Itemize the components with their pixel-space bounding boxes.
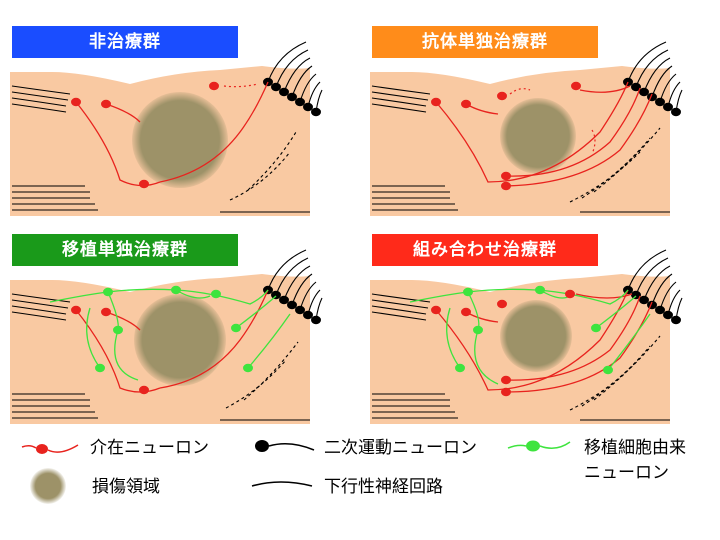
panel-antibody	[369, 41, 683, 217]
panel-transplant	[9, 249, 323, 425]
legend-graft-symbol	[507, 440, 571, 452]
legend-graft-label-line1: 移植細胞由来	[584, 438, 686, 458]
legend-motor-label: 二次運動ニューロン	[324, 438, 477, 458]
legend-interneuron-label: 介在ニューロン	[90, 438, 209, 458]
lesion-area	[134, 294, 226, 386]
panel-title-antibody: 抗体単独治療群	[372, 26, 598, 58]
panel-title-combined: 組み合わせ治療群	[372, 234, 598, 266]
legend-interneuron-symbol	[21, 444, 79, 454]
legend-descending-label: 下行性神経回路	[324, 477, 443, 497]
lesion-area	[132, 92, 228, 188]
lesion-area	[500, 300, 572, 372]
legend-lesion-label: 損傷領域	[92, 477, 160, 497]
legend-graft-label-line2: ニューロン	[584, 463, 669, 483]
legend-descending-symbol	[251, 481, 313, 487]
legend-lesion-symbol	[30, 468, 66, 504]
panel-title-untreated: 非治療群	[12, 26, 238, 58]
panel-untreated	[9, 41, 323, 217]
panel-title-transplant: 移植単独治療群	[12, 234, 238, 266]
legend-motor-symbol	[255, 440, 315, 452]
lesion-area	[500, 98, 576, 174]
panel-combined	[369, 249, 683, 425]
